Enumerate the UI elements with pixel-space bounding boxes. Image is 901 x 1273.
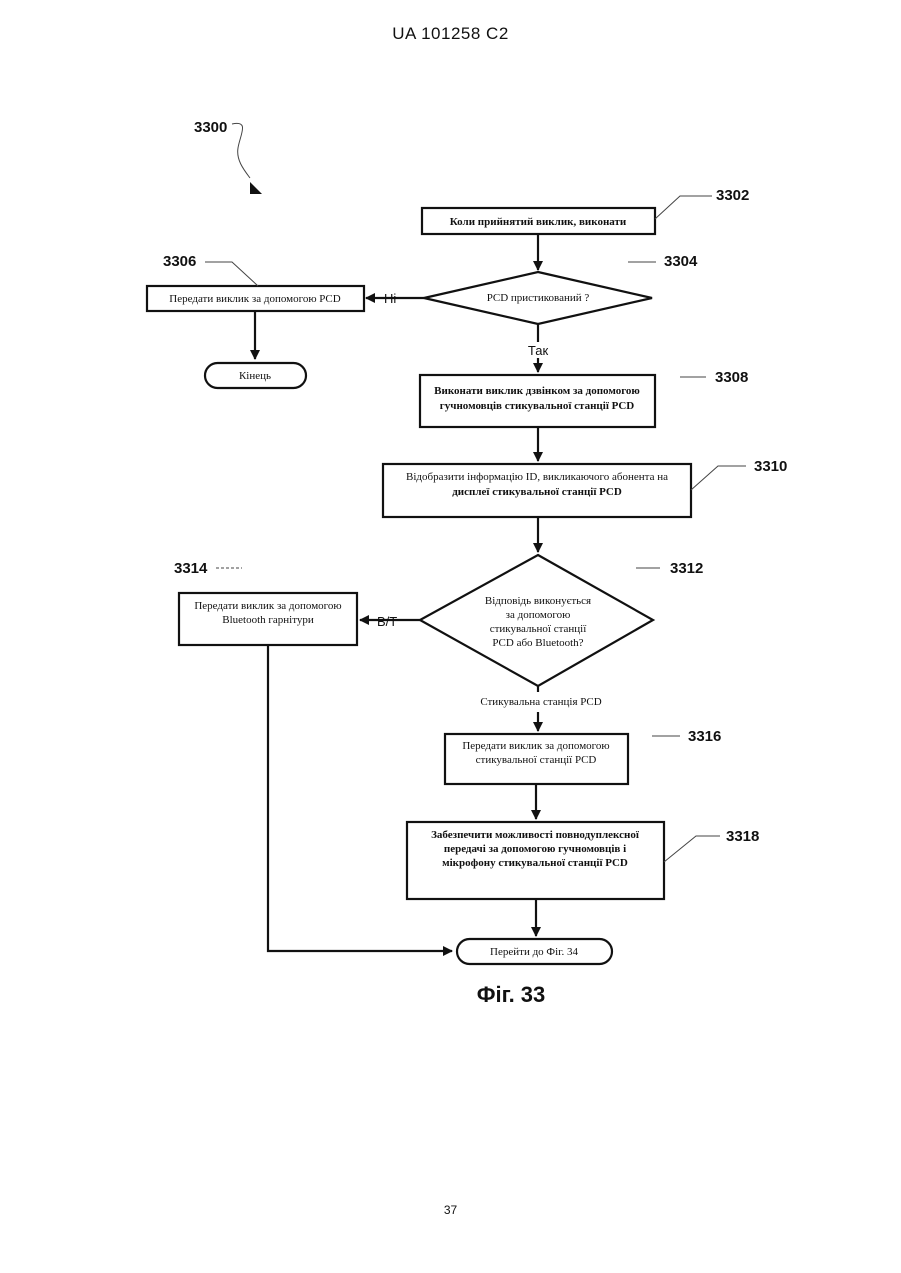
ref-3308: 3308 [715, 369, 748, 386]
terminal-goto-text: Перейти до Фіг. 34 [490, 946, 578, 958]
ref-3300-arrow [250, 182, 262, 194]
box-3314-line1: Передати виклик за допомогою [194, 600, 341, 612]
leader-3306 [205, 262, 258, 286]
leader-3302 [655, 196, 712, 219]
box-3308-line1: Виконати виклик дзвінком за допомогою [434, 385, 640, 397]
ref-3302: 3302 [716, 187, 749, 204]
decision-3312-line3: стикувальної станції [490, 623, 588, 635]
decision-3312-line1: Відповідь виконується [485, 595, 591, 607]
ref-3306: 3306 [163, 253, 196, 270]
leader-3310 [691, 466, 746, 490]
page-number: 37 [0, 1203, 901, 1217]
edge-bt-label: B/T [377, 614, 397, 629]
figure-caption: Фіг. 33 [0, 982, 901, 1008]
decision-3304-text: PCD пристикований ? [487, 292, 590, 304]
ref-3310: 3310 [754, 458, 787, 475]
ref-3314: 3314 [174, 560, 208, 577]
box-3314-line2: Bluetooth гарнітури [222, 614, 314, 626]
box-3310-line2: дисплеї стикувальної станції PCD [452, 486, 622, 498]
ref-3316: 3316 [688, 728, 721, 745]
ref-3312: 3312 [670, 560, 703, 577]
box-3316-line1: Передати виклик за допомогою [462, 740, 609, 752]
edge-yes-label: Так [528, 343, 549, 358]
ref-3300: 3300 [194, 119, 227, 136]
decision-3312-line2: за допомогою [506, 609, 571, 621]
ref-3300-leader [232, 123, 250, 178]
box-3318-line3: мікрофону стикувальної станції PCD [442, 857, 628, 869]
edge-no-label: Ні [384, 291, 396, 306]
decision-3312-line4: PCD або Bluetooth? [492, 637, 583, 649]
ref-3318: 3318 [726, 828, 759, 845]
terminal-end-text: Кінець [239, 370, 271, 382]
box-3318-line1: Забезпечити можливості повнодуплексної [431, 829, 640, 841]
box-3302-text: Коли прийнятий виклик, виконати [450, 216, 627, 228]
box-3316-line2: стикувальної станції PCD [476, 754, 597, 766]
box-3310-line1: Відобразити інформацію ID, викликаючого … [406, 471, 668, 483]
box-3318-line2: передачі за допомогою гучномовців і [444, 843, 626, 855]
box-3306-text: Передати виклик за допомогою PCD [169, 293, 340, 305]
edge-3314-goto [268, 645, 452, 951]
edge-dock-label: Стикувальна станція PCD [480, 696, 601, 708]
leader-3318 [664, 836, 720, 862]
ref-3304: 3304 [664, 253, 698, 270]
box-3308-line2: гучномовців стикувальної станції PCD [440, 400, 635, 412]
